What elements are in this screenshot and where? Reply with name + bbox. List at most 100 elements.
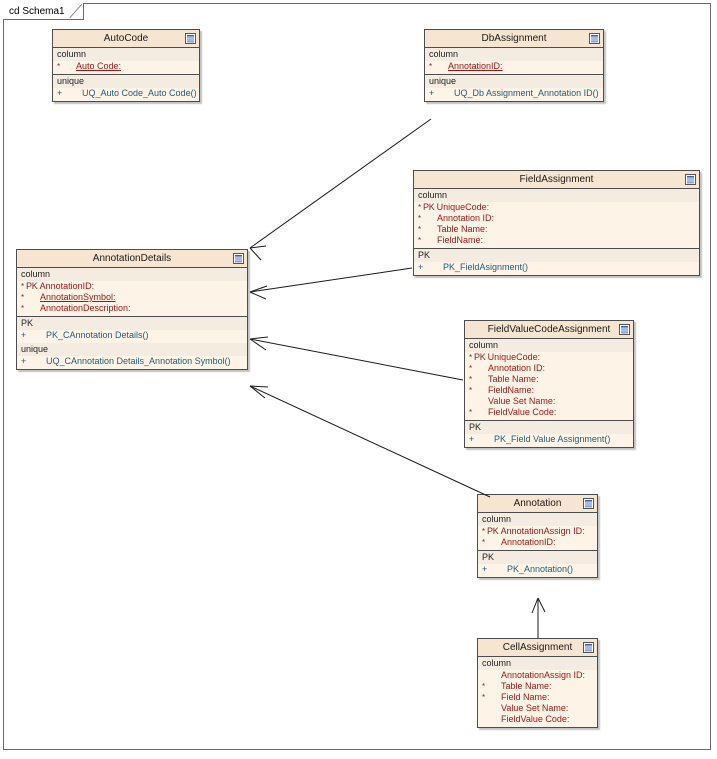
- attribute-row[interactable]: * Table Name:: [465, 374, 633, 385]
- class-fieldassignment[interactable]: FieldAssignment column * PK UniqueCode: …: [413, 170, 700, 276]
- compartment-rows: * PK UniqueCode: * Annotation ID: * Tabl…: [465, 352, 633, 420]
- compartment-stereotype: unique: [17, 343, 247, 356]
- operation-row[interactable]: + PK_FieldAsignment(): [414, 262, 699, 273]
- attribute-row[interactable]: * FieldName:: [414, 235, 699, 246]
- attribute-row[interactable]: * Table Name:: [414, 224, 699, 235]
- compartment-stereotype: column: [53, 48, 199, 61]
- class-dbassignment-title: DbAssignment: [481, 33, 547, 44]
- attribute-row[interactable]: * FieldName:: [465, 385, 633, 396]
- compartment-rows: + UQ_Auto Code_Auto Code(): [53, 88, 199, 101]
- class-cellassignment-title: CellAssignment: [502, 642, 573, 653]
- operation-row[interactable]: + UQ_Auto Code_Auto Code(): [53, 88, 199, 99]
- row-label: AnnotationDescription:: [40, 303, 131, 313]
- row-marker: +: [418, 262, 424, 272]
- row-pk-marker: PK: [26, 281, 38, 291]
- row-pk-marker: PK: [474, 352, 486, 362]
- row-marker: *: [469, 375, 473, 384]
- row-label: FieldValue Code:: [488, 407, 557, 417]
- row-marker: *: [469, 353, 473, 362]
- attribute-row[interactable]: * PK AnnotationID:: [17, 281, 247, 292]
- class-autocode[interactable]: AutoCode column * Auto Code: unique: [52, 29, 200, 102]
- operation-row[interactable]: + PK_Field Value Assignment(): [465, 434, 633, 445]
- row-marker: *: [21, 293, 25, 302]
- compartment-stereotype: column: [465, 339, 633, 352]
- attribute-row[interactable]: * AnnotationID:: [478, 537, 597, 548]
- attribute-row[interactable]: * Table Name:: [478, 681, 597, 692]
- attribute-row[interactable]: FieldValue Code:: [478, 714, 597, 725]
- compartment-stereotype: column: [478, 657, 597, 670]
- row-marker: +: [469, 434, 475, 444]
- class-fieldassignment-compartment-column: column * PK UniqueCode: * Annotation ID:…: [414, 189, 699, 249]
- row-marker: +: [21, 356, 27, 366]
- row-label: Value Set Name:: [488, 396, 556, 406]
- row-marker: *: [418, 236, 422, 245]
- class-annotation[interactable]: Annotation column * PK AnnotationAssign …: [477, 494, 598, 578]
- attribute-row[interactable]: * AnnotationSymbol:: [17, 292, 247, 303]
- row-label: Annotation ID:: [488, 363, 546, 373]
- class-dbassignment-header: DbAssignment: [425, 30, 603, 48]
- class-dbassignment-compartment-unique: unique + UQ_Db Assignment_Annotation ID(…: [425, 75, 603, 101]
- attribute-row[interactable]: AnnotationAssign ID:: [478, 670, 597, 681]
- attribute-row[interactable]: * PK AnnotationAssign ID:: [478, 526, 597, 537]
- compartment-rows: + PK_CAnnotation Details(): [17, 330, 247, 343]
- class-cellassignment[interactable]: CellAssignment column AnnotationAssign I…: [477, 638, 598, 728]
- attribute-row[interactable]: Value Set Name:: [478, 703, 597, 714]
- class-fieldassignment-title: FieldAssignment: [519, 174, 594, 185]
- row-label: AnnotationSymbol:: [40, 292, 116, 302]
- diagram-frame-label-text: cd Schema1: [9, 6, 65, 17]
- row-label: Auto Code:: [76, 61, 122, 71]
- class-dbassignment-compartment-column: column * AnnotationID:: [425, 48, 603, 75]
- class-fieldvaluecodeassignment-title: FieldValueCodeAssignment: [487, 324, 611, 335]
- class-autocode-compartment-unique: unique + UQ_Auto Code_Auto Code(): [53, 75, 199, 101]
- row-marker: +: [429, 88, 435, 98]
- table-icon: [589, 33, 600, 44]
- attribute-row[interactable]: * Field Name:: [478, 692, 597, 703]
- attribute-row[interactable]: * Annotation ID:: [414, 213, 699, 224]
- row-marker: *: [482, 538, 486, 547]
- row-pk-marker: PK: [423, 202, 435, 212]
- operation-row[interactable]: + PK_CAnnotation Details(): [17, 330, 247, 341]
- attribute-row[interactable]: * Annotation ID:: [465, 363, 633, 374]
- table-icon: [583, 498, 594, 509]
- row-marker: +: [482, 564, 488, 574]
- attribute-row[interactable]: * AnnotationDescription:: [17, 303, 247, 314]
- row-marker: *: [469, 364, 473, 373]
- row-marker: *: [469, 386, 473, 395]
- compartment-stereotype: PK: [17, 317, 247, 330]
- class-annotationdetails-header: AnnotationDetails: [17, 250, 247, 268]
- compartment-stereotype: unique: [425, 75, 603, 88]
- class-annotationdetails[interactable]: AnnotationDetails column * PK Annotation…: [16, 249, 248, 370]
- class-dbassignment[interactable]: DbAssignment column * AnnotationID: uniq…: [424, 29, 604, 102]
- row-marker: *: [21, 282, 25, 291]
- attribute-row[interactable]: * PK UniqueCode:: [414, 202, 699, 213]
- compartment-rows: AnnotationAssign ID: * Table Name: * Fie…: [478, 670, 597, 727]
- row-label: FieldName:: [488, 385, 535, 395]
- class-autocode-header: AutoCode: [53, 30, 199, 48]
- attribute-row[interactable]: * PK UniqueCode:: [465, 352, 633, 363]
- class-annotationdetails-compartment-column: column * PK AnnotationID: * AnnotationSy…: [17, 268, 247, 317]
- table-icon: [619, 324, 630, 335]
- row-label: UniqueCode:: [436, 202, 490, 212]
- row-marker: *: [21, 304, 25, 313]
- compartment-rows: + PK_FieldAsignment(): [414, 262, 699, 275]
- table-icon: [185, 33, 196, 44]
- row-label: FieldName:: [437, 235, 484, 245]
- row-label: FieldValue Code:: [501, 714, 570, 724]
- row-label: Table Name:: [437, 224, 488, 234]
- row-label: PK_CAnnotation Details(): [46, 330, 149, 340]
- attribute-row[interactable]: * AnnotationID:: [425, 61, 603, 72]
- attribute-row[interactable]: * Auto Code:: [53, 61, 199, 72]
- class-fieldvaluecodeassignment[interactable]: FieldValueCodeAssignment column * PK Uni…: [464, 320, 634, 448]
- operation-row[interactable]: + PK_Annotation(): [478, 564, 597, 575]
- class-fieldassignment-compartment-pk: PK + PK_FieldAsignment(): [414, 249, 699, 275]
- class-fieldvaluecodeassignment-compartment-column: column * PK UniqueCode: * Annotation ID:…: [465, 339, 633, 421]
- attribute-row[interactable]: Value Set Name:: [465, 396, 633, 407]
- compartment-rows: * PK AnnotationAssign ID: * AnnotationID…: [478, 526, 597, 550]
- row-label: PK_Field Value Assignment(): [494, 434, 611, 444]
- row-label: Field Name:: [501, 692, 550, 702]
- operation-row[interactable]: + UQ_Db Assignment_Annotation ID(): [425, 88, 603, 99]
- attribute-row[interactable]: * FieldValue Code:: [465, 407, 633, 418]
- row-label: UQ_Auto Code_Auto Code(): [82, 88, 197, 98]
- row-label: UQ_Db Assignment_Annotation ID(): [454, 88, 599, 98]
- operation-row[interactable]: + UQ_CAnnotation Details_Annotation Symb…: [17, 356, 247, 367]
